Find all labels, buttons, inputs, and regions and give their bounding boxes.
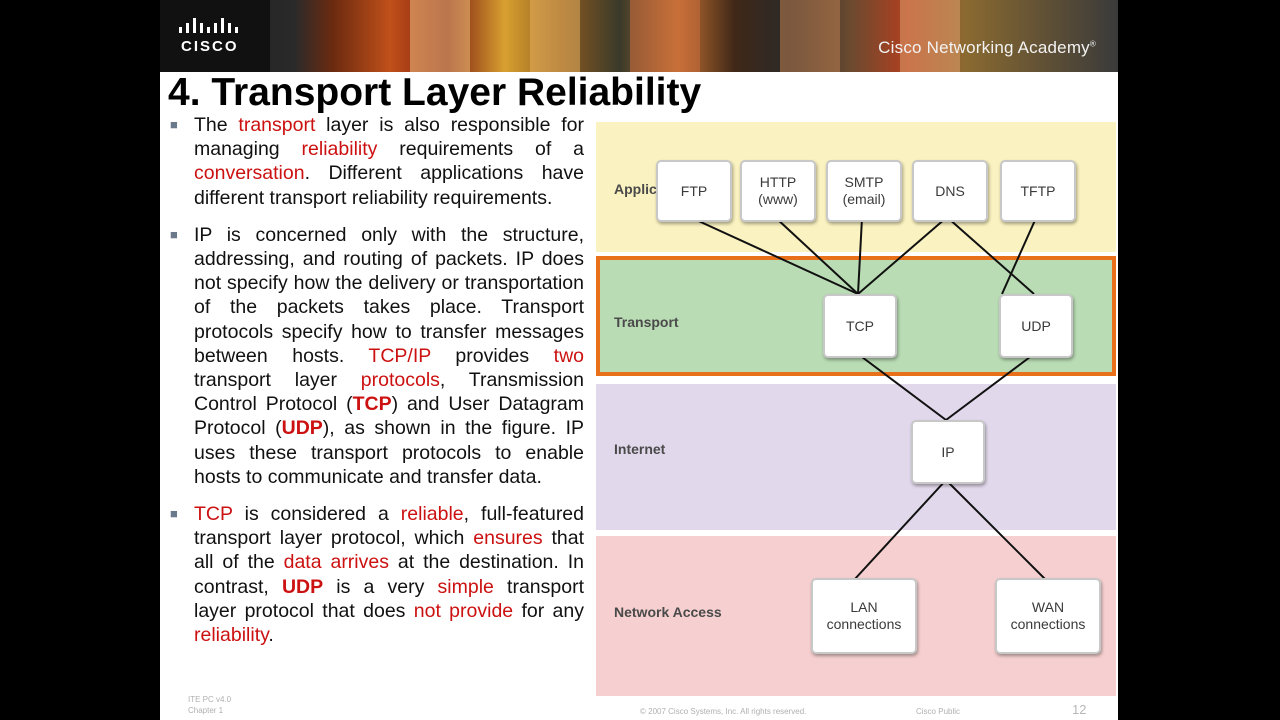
- layer-label-transport: Transport: [614, 314, 679, 330]
- slide: CISCO Cisco Networking Academy® 4. Trans…: [160, 0, 1118, 720]
- highlighted-term: reliability: [301, 138, 378, 161]
- line-ftp-tcp: [691, 217, 859, 295]
- cisco-bars-icon: [179, 18, 238, 33]
- academy-title: Cisco Networking Academy®: [878, 38, 1096, 58]
- footer-chapter: Chapter 1: [188, 706, 224, 715]
- page-number: 12: [1072, 702, 1087, 717]
- trademark: ®: [1089, 39, 1096, 49]
- bullet-text-run: The: [194, 114, 239, 136]
- bullet-text-run: is considered a: [232, 503, 401, 526]
- bullet-text-run: . Different applications have different …: [194, 162, 584, 209]
- bullet-text-run: at the destination. In contrast,: [194, 551, 584, 598]
- line-tftp-udp: [1001, 217, 1037, 295]
- bullet-text-run: requirements of a: [377, 138, 584, 161]
- node-ip: IP: [911, 420, 985, 484]
- bullet-item: ■ IP is concerned only with the structure…: [168, 223, 584, 489]
- highlighted-term: TCP: [194, 503, 233, 526]
- highlighted-term: data arrives: [283, 551, 389, 574]
- bullet-text-run: for any: [513, 599, 584, 622]
- bullet-text-run: that all of the: [194, 527, 584, 574]
- bullet-text-run: layer is also responsible for managing: [194, 114, 584, 161]
- banner-photo: [530, 0, 580, 72]
- line-udp-ip: [945, 353, 1035, 421]
- line-dns-tcp: [857, 217, 947, 295]
- bullet-text-run: is a very: [323, 575, 438, 598]
- bullet-text-run: ) and User Datagram Protocol (: [194, 393, 584, 440]
- highlighted-term: simple: [437, 575, 494, 598]
- bullet-text-run: , Transmission Control Protocol (: [194, 369, 584, 416]
- node-tftp: TFTP: [1000, 160, 1076, 222]
- bullet-square-icon: ■: [170, 506, 178, 522]
- highlighted-term: UDP: [281, 417, 323, 440]
- node-dns: DNS: [912, 160, 988, 222]
- line-ip-lan: [853, 479, 947, 581]
- line-dns-udp: [947, 217, 1035, 295]
- banner-photo: [630, 0, 700, 72]
- banner-photo: [410, 0, 470, 72]
- banner-photo: [780, 0, 840, 72]
- academy-title-text: Cisco Networking Academy: [878, 38, 1090, 57]
- highlighted-term: not provide: [413, 599, 514, 622]
- bullet-text: IP is concerned only with the structure,…: [194, 224, 584, 488]
- bullet-item: ■ The transport layer is also responsible…: [168, 113, 584, 210]
- highlighted-term: ensures: [473, 527, 543, 550]
- bullet-list: ■ The transport layer is also responsible…: [168, 113, 584, 660]
- node-ftp: FTP: [656, 160, 732, 222]
- highlighted-term: TCP: [352, 393, 392, 416]
- bullet-text-run: ), as shown in the figure. IP uses these…: [194, 417, 584, 488]
- bullet-text-run: transport layer: [194, 369, 361, 392]
- bullet-text-run: transport layer protocol that does: [194, 575, 585, 622]
- layer-internet: Internet: [596, 384, 1116, 530]
- line-ip-wan: [945, 479, 1047, 581]
- node-smtp: SMTP (email): [826, 160, 902, 222]
- layer-label-network-access: Network Access: [614, 604, 722, 620]
- highlighted-term: protocols: [360, 369, 440, 392]
- highlighted-term: reliable: [400, 503, 464, 526]
- bullet-text-run: .: [268, 624, 274, 647]
- slide-title: 4. Transport Layer Reliability: [168, 71, 702, 114]
- node-http: HTTP (www): [740, 160, 816, 222]
- bullet-text-run: , full-featured transport layer protocol…: [194, 503, 584, 550]
- banner-photo: [900, 0, 960, 72]
- highlighted-term: reliability: [194, 624, 269, 647]
- node-udp: UDP: [999, 294, 1073, 358]
- line-http-tcp: [775, 217, 859, 295]
- node-tcp: TCP: [823, 294, 897, 358]
- cisco-logo: CISCO: [160, 0, 270, 72]
- bullet-text-run: provides: [430, 344, 554, 367]
- footer-classification: Cisco Public: [916, 707, 961, 716]
- layer-label-internet: Internet: [614, 441, 666, 457]
- header-banner: CISCO Cisco Networking Academy®: [160, 0, 1118, 72]
- bullet-square-icon: ■: [170, 117, 178, 132]
- bullet-item: ■ TCP is considered a reliable, full-feat…: [168, 502, 584, 647]
- bullet-square-icon: ■: [170, 226, 178, 242]
- tcpip-layer-diagram: Application Transport Internet Network A…: [596, 122, 1116, 696]
- highlighted-term: TCP/IP: [368, 344, 431, 367]
- highlighted-term: conversation: [194, 162, 305, 185]
- highlighted-term: two: [553, 344, 585, 367]
- line-smtp-tcp: [857, 217, 863, 295]
- footer-copyright: © 2007 Cisco Systems, Inc. All rights re…: [640, 707, 807, 716]
- line-tcp-ip: [857, 353, 947, 421]
- footer-course: ITE PC v4.0: [188, 695, 232, 704]
- cisco-wordmark: CISCO: [181, 38, 239, 55]
- node-wan: WAN connections: [995, 578, 1101, 654]
- bullet-text-run: IP is concerned only with the structure,…: [194, 223, 584, 367]
- highlighted-term: transport: [238, 114, 316, 136]
- connection-lines: [691, 217, 1047, 581]
- bullet-text: The transport layer is also responsible …: [194, 114, 584, 209]
- highlighted-term: UDP: [281, 575, 324, 598]
- node-lan: LAN connections: [811, 578, 917, 654]
- bullet-text: TCP is considered a reliable, full-featu…: [194, 503, 584, 646]
